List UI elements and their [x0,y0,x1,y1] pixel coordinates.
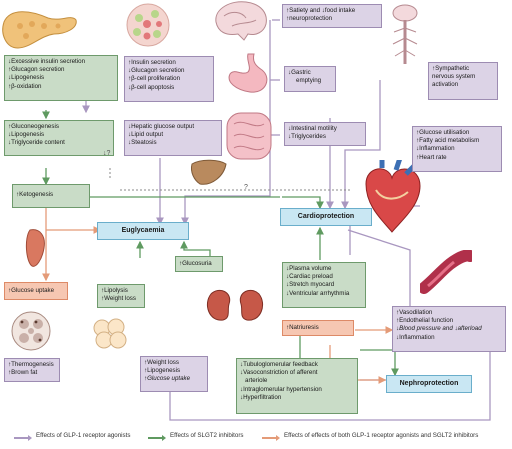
brain-effects-box: ↑Satiety and ↓food intake ↑neuroprotecti… [282,4,382,28]
glucosuria-box: ↑Glucosuria [175,256,223,272]
legend-both-label: Effects of effects of both GLP-1 recepto… [284,432,479,439]
ketogenesis-box: ↑Ketogenesis [12,184,90,208]
tubuloglomerular-box: ↓Tubuloglomerular feedback ↓Vasoconstric… [236,358,358,414]
liver-sglt2-effects-box: ↑Gluconeogenesis ↓Lipogenesis ↓Triglycer… [4,120,114,156]
legend-both-arrow-icon [262,435,280,440]
cardioprotection-box: Cardioprotection [280,208,372,226]
legend-glp1-label: Effects of GLP-1 receptor agonists [36,432,131,439]
legend-glp1-arrow-icon [14,435,32,440]
nephroprotection-box: Nephroprotection [386,375,472,393]
muscle-illustration [25,229,45,267]
vasodilation-box: ↑Vasodilation ↑Endothelial function ↓Blo… [392,306,506,352]
kidney-illustration [207,289,263,321]
heart-effects-box: ↑Glucose utilisation ↑Fatty acid metabol… [412,126,502,172]
stomach-illustration [228,53,268,93]
intestine-illustration [226,112,272,160]
intestinal-effects-box: ↓Intestinal motility ↓Triglycerides [284,122,366,146]
nervous-system-illustration [392,4,418,64]
natriuresis-box: ↑Natriuresis [282,320,354,336]
brain-illustration [215,1,267,41]
plasma-volume-box: ↓Plasma volume ↓Cardiac preload ↓Stretch… [282,262,366,308]
weight-loss-box: ↑Weight loss ↑Lipogenesis ↑Glucose uptak… [140,356,208,392]
hepatic-glp1-effects-box: ↓Hepatic glucose output ↓Lipid output ↓S… [124,120,222,156]
pancreas-illustration [2,11,77,49]
gastric-effects-box: ↓Gastric emptying [284,66,336,92]
lipolysis-box: ↑Lipolysis ↑Weight loss [97,284,145,308]
pancreas-sglt2-effects-box: ↓Excessive insulin secretion ↑Glucagon s… [4,55,118,101]
question-mark-liver: ↓? [103,150,111,157]
legend-sglt2-label: Effects of SLGT2 inhibitors [170,432,244,439]
euglycaemia-box: Euglycaemia [97,222,189,240]
question-mark-ketogenesis: ? [244,184,248,191]
blood-vessel-illustration [420,250,472,294]
thermogenesis-box: ↑Thermogenesis ↑Brown fat [4,358,60,382]
pancreas-glp1-effects-box: ↑Insulin secretion ↓Glucagon secretion ↑… [124,56,214,102]
islet-illustration [126,3,170,47]
adipose-illustration [11,311,51,351]
legend-sglt2-arrow-icon [148,435,166,440]
fat-cells-illustration [93,318,127,349]
sympathetic-effects-box: ↑Sympathetic nervous system activation [428,62,498,100]
liver-illustration [191,159,227,185]
glucose-uptake-box: ↑Glucose uptake [4,282,68,300]
